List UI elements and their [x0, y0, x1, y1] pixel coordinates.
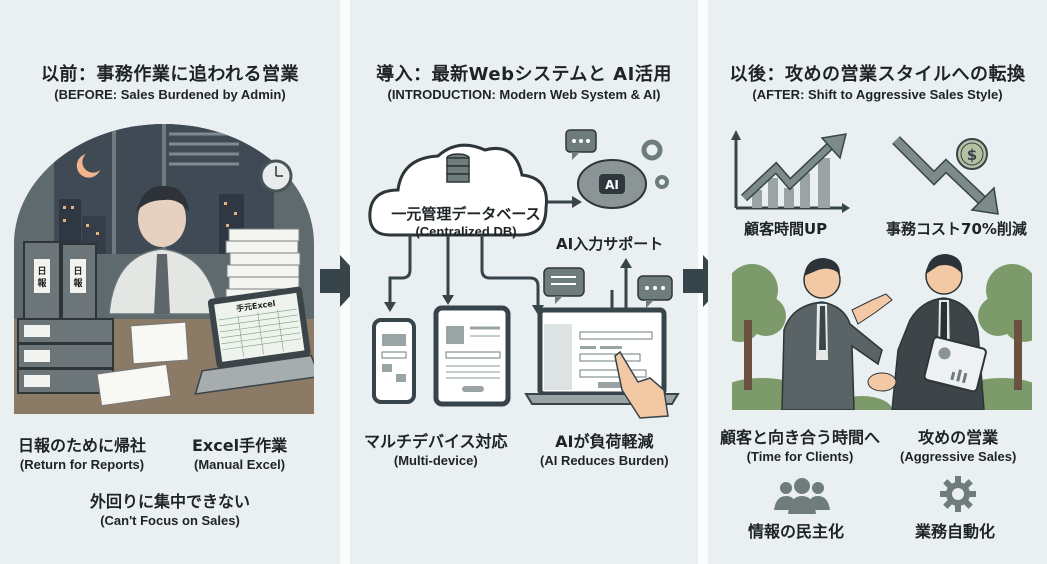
database-icon	[446, 153, 470, 183]
caption-ai-reduces-burden: AIが負荷軽減 (AI Reduces Burden)	[540, 432, 669, 470]
cost-down-arrow-icon: $	[892, 136, 999, 215]
message-bubble-icon	[543, 267, 585, 304]
introduction-subtitle: (INTRODUCTION: Modern Web System & AI)	[387, 87, 661, 102]
cloud-icon	[368, 143, 548, 237]
caption-jp: 外回りに集中できない	[89, 492, 250, 511]
ai-support-label: AI入力サポート	[556, 235, 664, 253]
caption-en: (Return for Reports)	[19, 457, 145, 472]
tablet-dashboard-icon	[923, 336, 987, 393]
cloud-label-jp: 一元管理データベース	[391, 205, 541, 223]
caption-jp: 攻めの営業	[918, 428, 999, 447]
caption-aggressive-sales: 攻めの営業 (Aggressive Sales)	[900, 428, 1016, 466]
smartphone-icon	[372, 318, 416, 404]
transition-arrow-icon	[683, 255, 727, 307]
before-title: 以前：事務作業に追われる営業	[40, 64, 300, 85]
introduction-title: 導入：最新Webシステムと AI活用	[376, 64, 672, 85]
dollar-coin-icon: $	[956, 138, 988, 170]
people-group-icon	[774, 478, 830, 514]
pointing-hand-icon	[614, 350, 669, 419]
metric-client-time-up: 顧客時間UP	[744, 220, 828, 238]
caption-jp: 日報のために帰社	[18, 436, 147, 455]
caption-en: (Time for Clients)	[746, 449, 854, 464]
trend-up-chart-icon	[731, 130, 850, 213]
caption-time-for-clients: 顧客と向き合う時間へ (Time for Clients)	[720, 428, 880, 466]
svg-text:AI: AI	[605, 178, 619, 192]
svg-text:報: 報	[37, 277, 47, 289]
overworked-salesperson-illustration: 日 報 日 報	[14, 124, 314, 414]
svg-text:報: 報	[73, 277, 83, 289]
svg-text:$: $	[967, 146, 977, 164]
feature-info-democratization: 情報の民主化	[748, 522, 845, 541]
svg-text:日: 日	[37, 266, 46, 277]
centralized-db-label: 一元管理データベース (Centralized DB)	[376, 205, 556, 241]
feature-automation: 業務自動化	[915, 522, 996, 541]
caption-jp: マルチデバイス対応	[364, 432, 508, 451]
caption-en: (Can't Focus on Sales)	[100, 513, 240, 528]
wall-clock-icon	[259, 159, 293, 193]
caption-en: (AI Reduces Burden)	[540, 453, 669, 468]
tablet-icon	[433, 305, 511, 407]
ai-brain-icon: AI	[577, 159, 647, 209]
cloud-label-en: (Centralized DB)	[415, 224, 517, 239]
introduction-panel: 導入：最新Webシステムと AI活用 (INTRODUCTION: Modern…	[350, 0, 698, 564]
system-diagram: AI	[368, 129, 680, 419]
caption-jp: 顧客と向き合う時間へ	[720, 428, 881, 447]
caption-en: (Aggressive Sales)	[900, 449, 1017, 464]
caption-manual-excel: Excel手作業 (Manual Excel)	[192, 436, 287, 474]
after-panel: 以後：攻めの営業スタイルへの転換 (AFTER: Shift to Aggres…	[708, 0, 1047, 564]
typing-bubble-icon	[637, 275, 673, 308]
handshake-illustration	[732, 250, 1032, 410]
metric-admin-cost-down: 事務コスト70%削減	[886, 220, 1027, 238]
gear-icon	[641, 139, 669, 189]
moon-icon	[76, 154, 100, 178]
caption-en: (Manual Excel)	[194, 457, 286, 472]
caption-jp: Excel手作業	[192, 436, 288, 455]
chat-bubble-icon	[565, 129, 597, 160]
svg-text:日: 日	[73, 266, 82, 277]
caption-jp: AIが負荷軽減	[555, 432, 654, 451]
caption-en: (Multi-device)	[393, 453, 478, 468]
caption-cant-focus: 外回りに集中できない (Can't Focus on Sales)	[0, 492, 340, 530]
after-title: 以後：攻めの営業スタイルへの転換	[729, 64, 1026, 85]
before-subtitle: (BEFORE: Sales Burdened by Admin)	[54, 87, 286, 102]
transition-arrow-icon	[320, 255, 364, 307]
gear-icon	[940, 476, 976, 512]
caption-return-for-reports: 日報のために帰社 (Return for Reports)	[18, 436, 146, 474]
before-panel: 以前：事務作業に追われる営業 (BEFORE: Sales Burdened b…	[0, 0, 340, 564]
after-subtitle: (AFTER: Shift to Aggressive Sales Style)	[752, 87, 1003, 102]
caption-multi-device: マルチデバイス対応 (Multi-device)	[364, 432, 508, 470]
